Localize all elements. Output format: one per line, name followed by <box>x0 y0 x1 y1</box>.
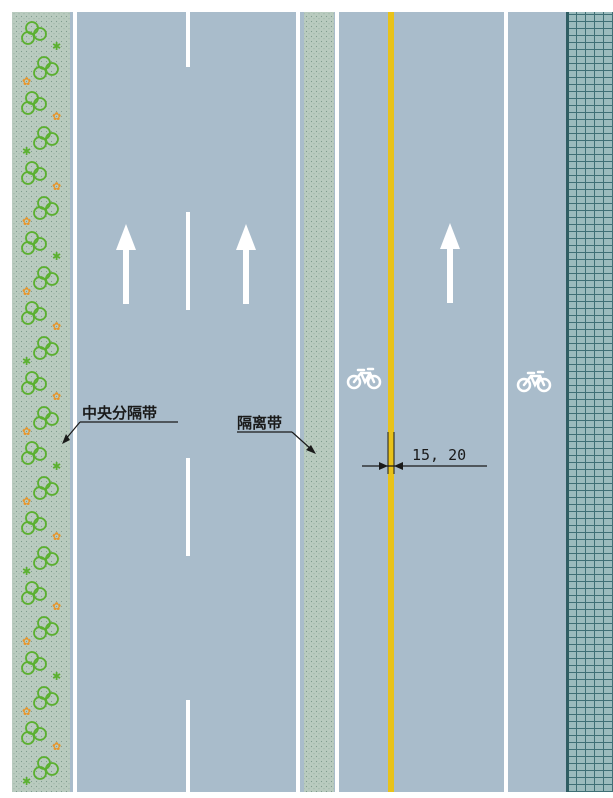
flower-icon: ✿ <box>22 705 31 718</box>
shrub-icon <box>33 336 59 360</box>
flower-icon: ✱ <box>22 145 31 158</box>
central-median-strip <box>12 12 70 792</box>
bicycle-icon <box>346 367 382 390</box>
separator-strip <box>304 12 334 792</box>
flower-icon: ✿ <box>52 180 61 193</box>
flower-icon: ✿ <box>22 425 31 438</box>
shrub-icon <box>33 266 59 290</box>
dimension-text: 15, 20 <box>412 446 466 464</box>
lane-edge-line <box>504 12 508 792</box>
flower-icon: ✿ <box>52 740 61 753</box>
flower-icon: ✿ <box>52 320 61 333</box>
shrub-icon <box>21 91 47 115</box>
flower-icon: ✱ <box>52 40 61 53</box>
lane-edge-line <box>335 12 339 792</box>
flower-icon: ✿ <box>22 215 31 228</box>
flower-icon: ✿ <box>22 75 31 88</box>
shrub-icon <box>21 21 47 45</box>
shrub-icon <box>33 546 59 570</box>
shrub-icon <box>33 616 59 640</box>
line-width-dimension: 15, 20 <box>362 432 487 474</box>
sidewalk-paving <box>566 12 613 792</box>
non-motor-lanes <box>334 12 566 792</box>
flower-icon: ✱ <box>52 670 61 683</box>
median-plantings: ✱ ✿ ✿ ✱ ✿ ✿ ✱ ✿ ✿ ✱ ✿ ✿ ✱ ✿ ✿ ✱ ✿ ✿ ✱ ✿ ✿ ✱ <box>21 21 61 788</box>
shrub-icon <box>21 581 47 605</box>
flower-icon: ✱ <box>52 460 61 473</box>
shrub-icon <box>21 721 47 745</box>
shrub-icon <box>21 511 47 535</box>
shrub-icon <box>21 371 47 395</box>
shrub-icon <box>21 441 47 465</box>
separator-strip-label: 隔离带 <box>237 414 282 432</box>
shrub-icon <box>21 161 47 185</box>
shrub-icon <box>21 301 47 325</box>
shrub-icon <box>33 756 59 780</box>
flower-icon: ✱ <box>22 775 31 788</box>
lane-edge-line-right <box>296 12 300 792</box>
flower-icon: ✿ <box>52 390 61 403</box>
shrub-icon <box>33 406 59 430</box>
lane-edge-line-left <box>73 12 77 792</box>
central-median-label: 中央分隔带 <box>82 404 157 422</box>
shrub-icon <box>33 56 59 80</box>
flower-icon: ✱ <box>22 565 31 578</box>
flower-icon: ✿ <box>52 600 61 613</box>
shrub-icon <box>21 651 47 675</box>
flower-icon: ✿ <box>22 495 31 508</box>
center-line-yellow <box>388 12 394 792</box>
shrub-icon <box>33 476 59 500</box>
shrub-icon <box>33 196 59 220</box>
flower-icon: ✱ <box>22 355 31 368</box>
flower-icon: ✱ <box>52 250 61 263</box>
bicycle-icon <box>516 370 552 393</box>
curb-line <box>566 12 569 792</box>
lane-divider-dashed <box>186 12 190 792</box>
flower-icon: ✿ <box>52 530 61 543</box>
shrub-icon <box>21 231 47 255</box>
central-median-callout: 中央分隔带 <box>62 404 178 444</box>
separator-strip-callout: 隔离带 <box>237 414 316 454</box>
shrub-icon <box>33 126 59 150</box>
motor-lanes <box>70 12 304 792</box>
shrub-icon <box>33 686 59 710</box>
flower-icon: ✿ <box>52 110 61 123</box>
flower-icon: ✿ <box>22 635 31 648</box>
flower-icon: ✿ <box>22 285 31 298</box>
